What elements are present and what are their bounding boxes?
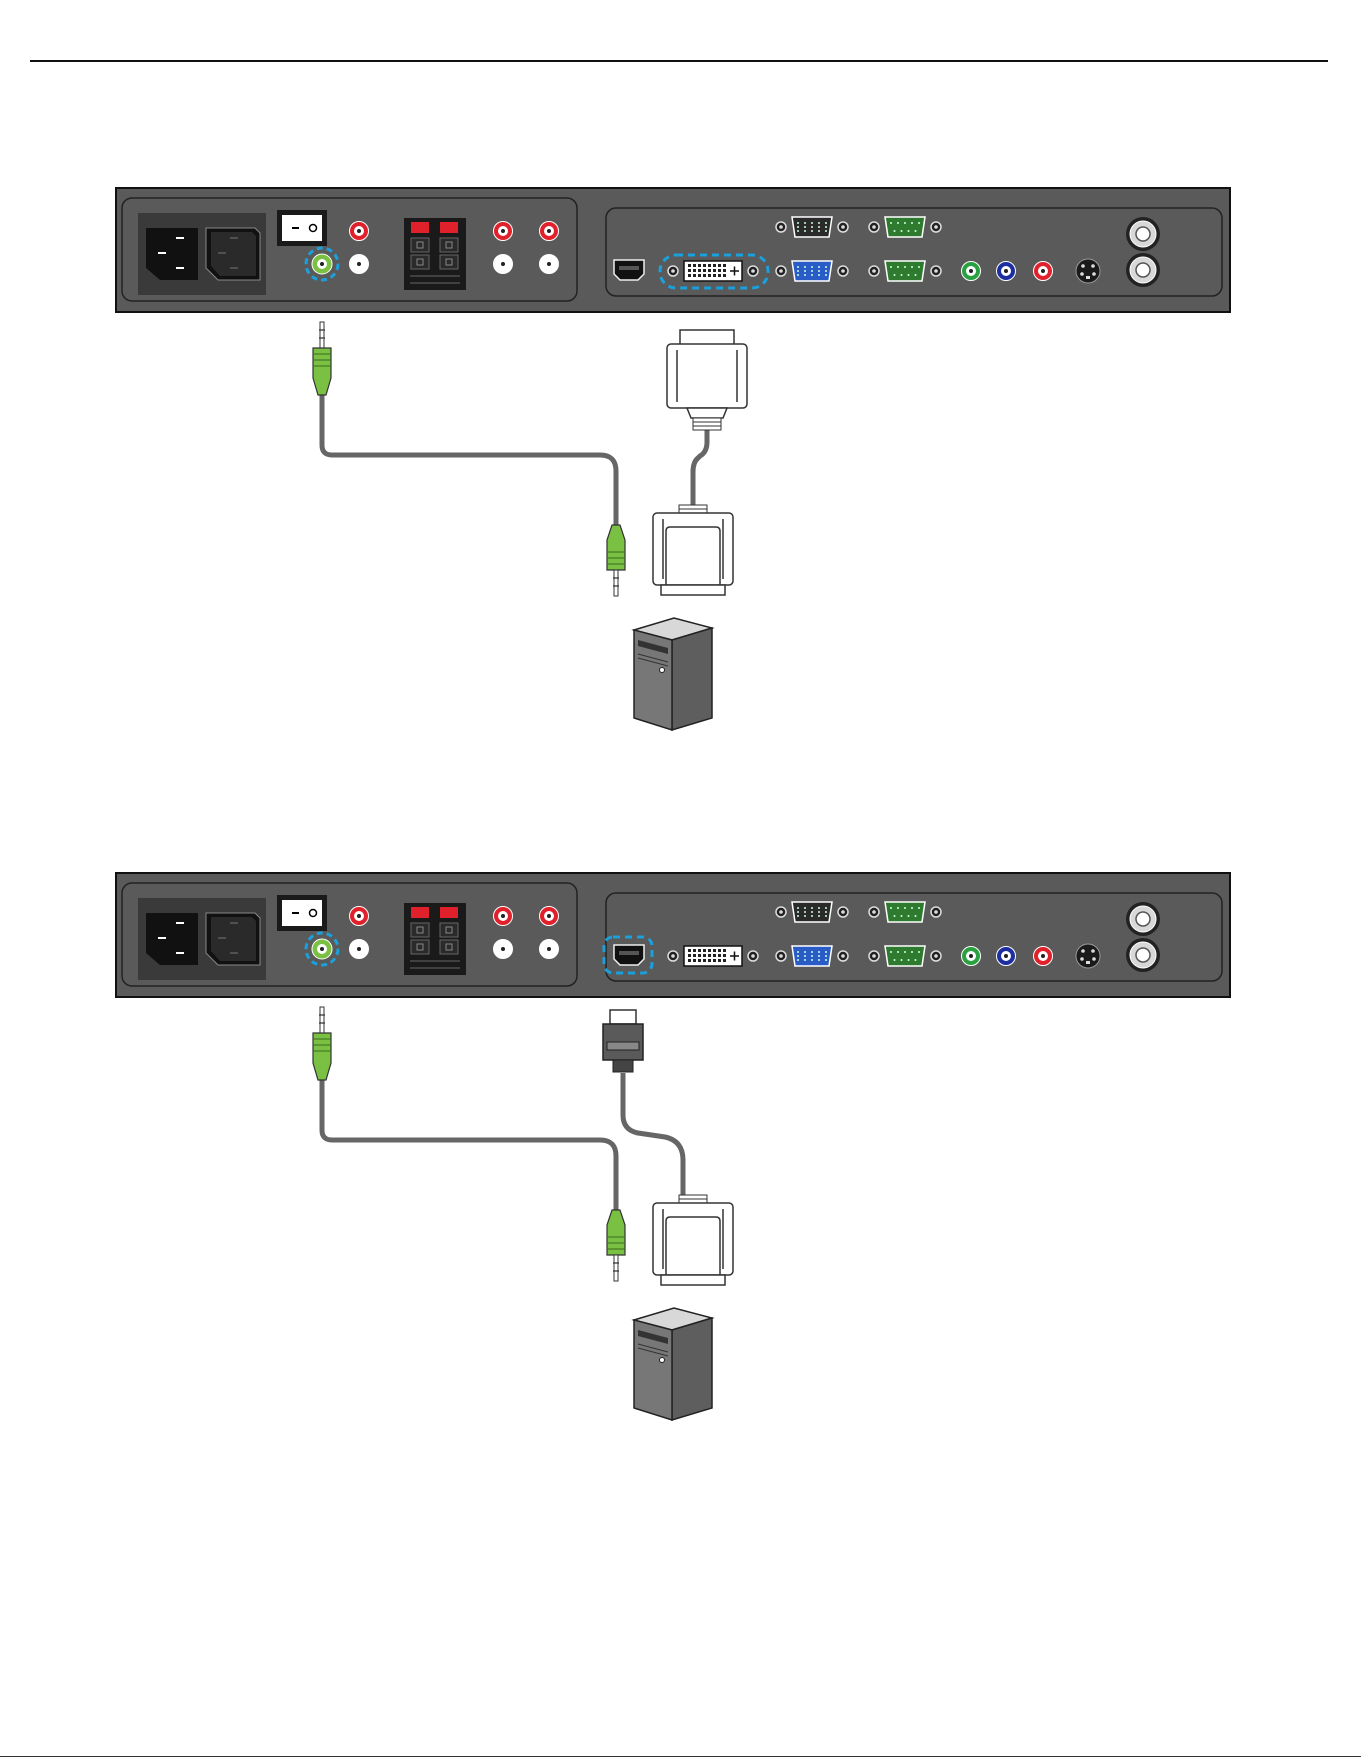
bnc-port-icon — [1126, 902, 1160, 936]
rca-jack-icon — [997, 947, 1016, 966]
dvi-plug-icon — [653, 505, 733, 595]
cable-line — [322, 390, 616, 525]
rca-jack-icon — [350, 222, 369, 241]
speaker-terminal-icon — [404, 218, 466, 290]
rear-panel — [116, 188, 1230, 312]
dvi-plug-icon — [653, 1195, 733, 1285]
rca-jack-icon — [997, 262, 1016, 281]
rca-jack-icon — [962, 262, 981, 281]
rear-panel — [116, 873, 1230, 997]
rca-jack-icon — [494, 255, 513, 274]
rca-jack-icon — [1034, 947, 1053, 966]
cable-line — [623, 1073, 683, 1215]
audio-cable — [313, 322, 625, 596]
pc-tower-icon — [634, 618, 712, 730]
audio-jack-icon — [312, 254, 332, 274]
hdmi-connection-diagram — [0, 865, 1361, 1425]
header-rule — [30, 60, 1328, 62]
audio-jack-icon — [607, 525, 625, 596]
rca-jack-icon — [494, 222, 513, 241]
audio-jack-icon — [607, 1210, 625, 1281]
bnc-port-icon — [1126, 253, 1160, 287]
hdmi-plug-icon — [603, 1010, 643, 1072]
rca-jack-icon — [540, 907, 559, 926]
audio-cable — [313, 1007, 625, 1281]
audio-jack-icon — [312, 939, 332, 959]
bnc-port-icon — [1126, 217, 1160, 251]
hdmi-port-icon — [614, 260, 644, 280]
power-switch-icon — [277, 895, 327, 931]
rca-jack-icon — [540, 940, 559, 959]
rca-jack-icon — [540, 255, 559, 274]
bnc-port-icon — [1126, 938, 1160, 972]
power-inlet-icon — [138, 213, 266, 295]
hdmi-port-icon — [614, 945, 644, 965]
rca-jack-icon — [350, 255, 369, 274]
dvi-connection-diagram — [0, 180, 1361, 740]
rca-jack-icon — [494, 940, 513, 959]
rca-jack-icon — [962, 947, 981, 966]
footer-rule — [0, 1756, 1361, 1757]
power-switch-icon — [277, 210, 327, 246]
rca-jack-icon — [540, 222, 559, 241]
audio-jack-icon — [313, 322, 331, 395]
speaker-terminal-icon — [404, 903, 466, 975]
dvi-plug-icon — [667, 330, 747, 430]
rca-jack-icon — [350, 907, 369, 926]
svideo-port-icon — [1076, 944, 1100, 968]
rca-jack-icon — [494, 907, 513, 926]
pc-tower-icon — [634, 1308, 712, 1420]
power-inlet-icon — [138, 898, 266, 980]
audio-jack-icon — [313, 1007, 331, 1080]
rca-jack-icon — [1034, 262, 1053, 281]
rca-jack-icon — [350, 940, 369, 959]
svideo-port-icon — [1076, 259, 1100, 283]
cable-line — [322, 1075, 616, 1210]
dvi-cable — [653, 330, 747, 595]
